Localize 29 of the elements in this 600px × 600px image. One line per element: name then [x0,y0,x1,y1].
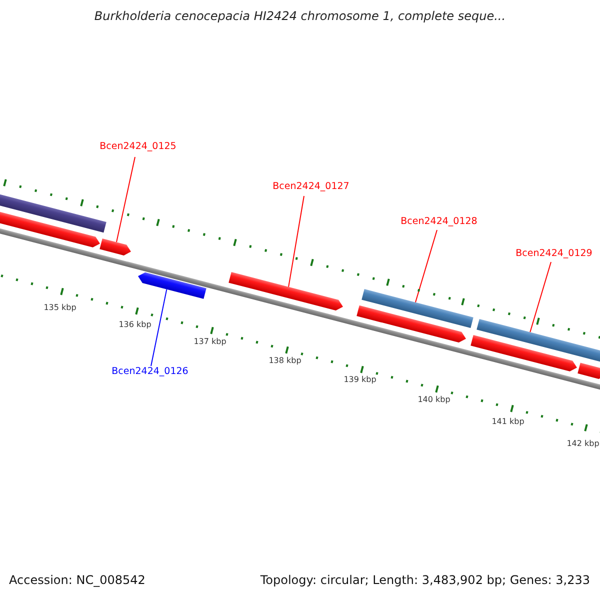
gene-block [138,272,206,299]
gene-block [228,272,343,311]
gene-block [356,305,466,343]
scale-label: 137 kbp [194,338,226,347]
gene-block [470,334,577,372]
scale-label: 138 kbp [268,357,302,366]
gene-label: Bcen2424_0127 [272,182,350,192]
leader-line [116,156,136,243]
leader-line [150,288,168,366]
scale-label: 140 kbp [418,396,450,405]
gene-bar [0,192,106,233]
genome-summary: Topology: circular; Length: 3,483,902 bp; Genes: 3,233 [260,574,590,588]
gene-label: Bcen2424_0129 [516,249,592,260]
gene-block [0,209,100,248]
accession-note: Accession: NC_008542 [9,574,146,588]
scale-label: 136 kbp [118,321,152,330]
gene-label: Bcen2424_0126 [112,367,188,378]
gene-label: Bcen2424_0125 [100,142,176,152]
scale-label: 135 kbp [44,304,76,313]
leader-line [530,262,552,333]
scale-label: 142 kbp [566,440,600,449]
gene-label: Bcen2424_0128 [400,217,478,228]
gene-block [100,238,131,256]
leader-line [414,230,438,303]
scale-label: 141 kbp [492,418,524,427]
gene-bar [362,289,474,328]
leader-line [288,196,304,288]
map-title: Burkholderia cenocepacia HI2424 chromosome 1, complete seque... [94,10,506,24]
scale-label: 139 kbp [344,376,376,385]
